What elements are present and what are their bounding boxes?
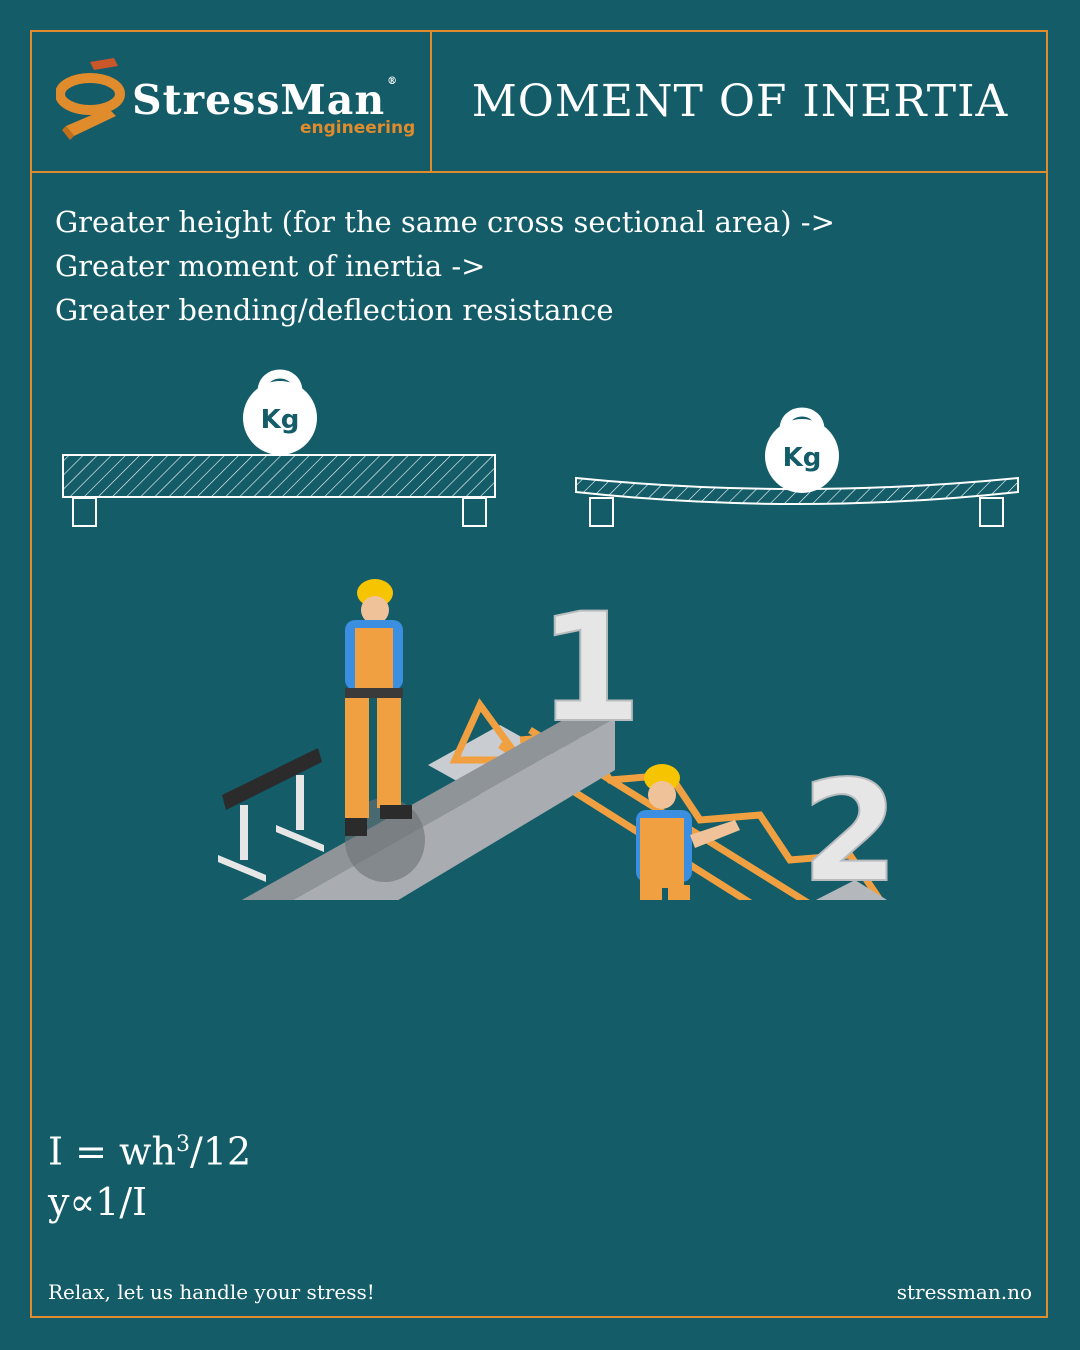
intro-line-3: Greater bending/deflection resistance: [55, 293, 614, 327]
barrier-icon: [218, 748, 324, 882]
brand-name: StressMan®: [132, 76, 398, 124]
registered-mark: ®: [387, 76, 399, 87]
number-1: 1: [538, 582, 642, 756]
intro-text: Greater height (for the same cross secti…: [55, 200, 835, 332]
worker-2-icon: [636, 764, 740, 900]
number-2: 2: [801, 751, 898, 900]
footer-slogan: Relax, let us handle your stress!: [48, 1280, 375, 1304]
beam-diagrams: Kg Kg: [62, 369, 1019, 900]
isometric-scene: 1 2 w h w h: [217, 579, 900, 900]
logo-mark-icon: [56, 58, 125, 140]
deflection-formula: y∝1/I: [48, 1179, 148, 1224]
header-divider: [430, 30, 432, 173]
weight-label-right: Kg: [783, 443, 822, 473]
formula-exponent: 3: [176, 1132, 191, 1157]
stiff-beam-diagram: Kg: [62, 369, 496, 527]
flexible-beam-diagram: Kg: [575, 407, 1019, 527]
weight-label-left: Kg: [261, 405, 300, 435]
brand-tagline: engineering: [300, 118, 416, 138]
inertia-formula: I = wh3/12: [48, 1120, 251, 1177]
brand-logo[interactable]: StressMan® engineering: [56, 56, 416, 146]
brand-name-text: StressMan: [132, 76, 386, 124]
weight-icon: [765, 407, 839, 493]
intro-line-1: Greater height (for the same cross secti…: [55, 205, 835, 239]
website-link[interactable]: stressman.no: [896, 1280, 1032, 1304]
weight-icon: [243, 369, 317, 455]
beam-1-width-label: w: [217, 895, 255, 900]
formula-prefix: I = wh: [48, 1129, 177, 1174]
formula-block: I = wh3/12 y∝1/I: [48, 1120, 251, 1227]
page-title: MOMENT OF INERTIA: [471, 76, 1009, 127]
intro-line-2: Greater moment of inertia ->: [55, 249, 486, 283]
worker-1-icon: [345, 579, 412, 836]
truss-support: [449, 698, 527, 764]
header: [30, 30, 1048, 173]
beam-2: [815, 880, 887, 900]
formula-suffix: /12: [190, 1129, 252, 1174]
border-frame: [30, 30, 1048, 1318]
